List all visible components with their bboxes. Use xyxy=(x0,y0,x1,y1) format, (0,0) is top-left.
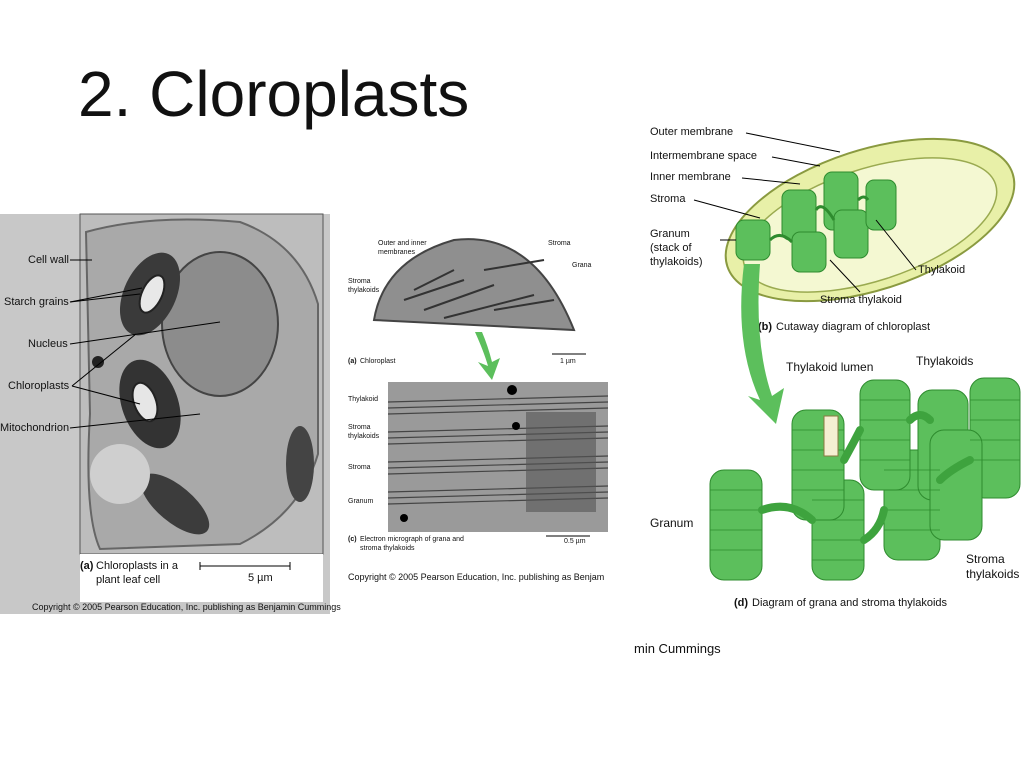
panel-ac-copyright: Copyright © 2005 Pearson Education, Inc.… xyxy=(348,572,605,582)
caption-b-letter: (b) xyxy=(758,321,773,333)
label-stroma-thylakoids-d-2: thylakoids xyxy=(966,567,1020,581)
label-stroma-thylakoid-b: Stroma thylakoid xyxy=(820,294,902,306)
scale-c-label: 0.5 µm xyxy=(564,538,586,545)
panel-a: Cell wall Starch grains Nucleus Chloropl… xyxy=(0,213,341,614)
panel-a-caption-box: (a) Chloroplasts in a plant leaf cell 5 … xyxy=(80,554,323,602)
label-granum-d: Granum xyxy=(650,516,694,530)
label-stroma-thylakoids-top-1: Stroma xyxy=(348,278,371,285)
caption-d-text: Diagram of grana and stroma thylakoids xyxy=(752,597,948,609)
label-thylakoid-lumen: Thylakoid lumen xyxy=(786,360,874,374)
label-granum-b-1: Granum xyxy=(650,228,690,240)
label-cell-wall: Cell wall xyxy=(28,254,69,266)
scale-bar-a xyxy=(552,353,586,355)
chloroplast-micrograph xyxy=(372,238,576,332)
label-stroma-c: Stroma xyxy=(348,464,371,471)
label-thylakoid-b: Thylakoid xyxy=(918,264,966,276)
caption-a-text: Chloroplast xyxy=(360,358,396,365)
label-stroma-thylakoids-c-2: thylakoids xyxy=(348,433,380,440)
label-outer-inner-membranes-1: Outer and inner xyxy=(378,240,427,247)
caption-c-line1: Electron micrograph of grana and xyxy=(360,536,464,543)
panel-ac: Outer and inner membranes Stroma Grana S… xyxy=(344,200,614,620)
label-mitochondrion: Mitochondrion xyxy=(0,422,70,434)
green-arrow-small xyxy=(475,332,500,380)
label-thylakoids-d: Thylakoids xyxy=(916,354,974,368)
panel-a-copyright: Copyright © 2005 Pearson Education, Inc.… xyxy=(32,602,341,612)
label-granum-c: Granum xyxy=(348,498,374,505)
scale-bar-c xyxy=(546,535,590,537)
chloroplast-cutaway-diagram xyxy=(724,137,1016,303)
grana-micrograph xyxy=(387,382,609,532)
caption-a-letter: (a) xyxy=(348,358,357,365)
panel-a-scale-label: 5 µm xyxy=(248,572,273,584)
label-chloroplasts: Chloroplasts xyxy=(8,380,70,392)
label-stroma-thylakoids-top-2: thylakoids xyxy=(348,287,380,294)
label-thylakoid-c: Thylakoid xyxy=(348,396,378,403)
grana-stacks-diagram xyxy=(709,377,1021,581)
caption-c-letter: (c) xyxy=(348,536,357,543)
panel-bd: Outer membrane Intermembrane space Inner… xyxy=(634,60,1024,716)
panel-bd-copyright-fragment: min Cummings xyxy=(634,641,721,656)
label-intermembrane-space: Intermembrane space xyxy=(650,150,757,162)
slide-title: 2. Cloroplasts xyxy=(78,58,470,130)
panel-a-caption-line1: Chloroplasts in a xyxy=(96,560,178,572)
label-outer-membrane: Outer membrane xyxy=(650,126,734,138)
label-stroma-top: Stroma xyxy=(548,240,571,247)
caption-d-letter: (d) xyxy=(734,597,749,609)
panel-a-leader-lines xyxy=(69,259,221,429)
label-inner-membrane: Inner membrane xyxy=(650,171,731,183)
leaf-cell-micrograph xyxy=(79,213,324,555)
panel-a-scale-bar xyxy=(199,562,291,570)
panel-a-caption-letter: (a) xyxy=(80,560,94,572)
label-stroma-thylakoids-c-1: Stroma xyxy=(348,424,371,431)
scale-a-label: 1 µm xyxy=(560,358,576,365)
label-outer-inner-membranes-2: membranes xyxy=(378,249,415,256)
panel-b-leader-lines xyxy=(693,132,917,293)
label-nucleus: Nucleus xyxy=(28,338,68,350)
caption-c-line2: stroma thylakoids xyxy=(360,545,415,552)
green-arrow-large xyxy=(741,264,784,424)
label-granum-b-3: thylakoids) xyxy=(650,256,703,268)
label-starch-grains: Starch grains xyxy=(4,296,69,308)
label-grana-top: Grana xyxy=(572,262,592,269)
caption-b-text: Cutaway diagram of chloroplast xyxy=(776,321,931,333)
panel-a-caption-line2: plant leaf cell xyxy=(96,574,161,586)
label-stroma-b: Stroma xyxy=(650,193,686,205)
label-granum-b-2: (stack of xyxy=(650,242,692,254)
label-stroma-thylakoids-d-1: Stroma xyxy=(966,552,1005,566)
